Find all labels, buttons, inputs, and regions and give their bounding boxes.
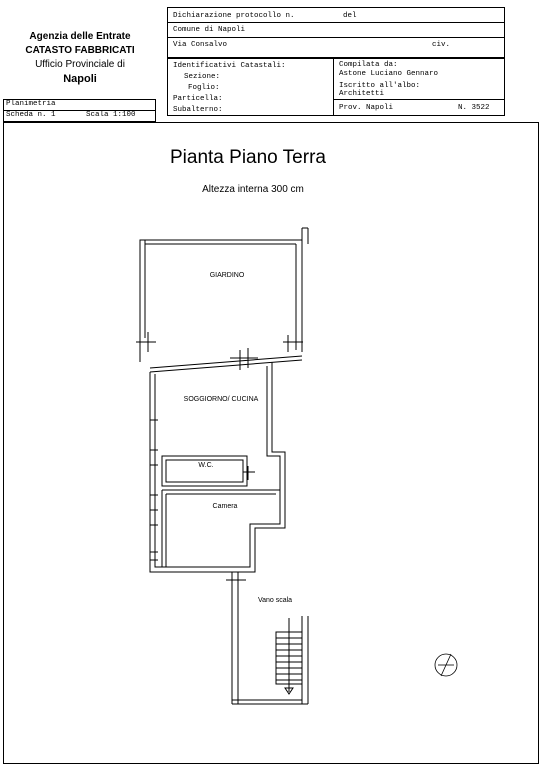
foglio-label: Foglio: [188,84,220,92]
sezione-label: Sezione: [184,73,221,81]
north-arrow-icon [434,653,458,677]
house-walls [149,362,286,573]
particella-label: Particella: [173,95,223,103]
dividing-wall [149,348,303,373]
ufficio-city: Napoli [63,73,97,85]
iscritto-label: Iscritto all'albo: [339,82,421,90]
planimetria-label: Planimetria [6,100,56,108]
subalterno-label: Subalterno: [173,106,223,114]
prov-value: Prov. Napoli [339,104,394,112]
catastal-divider [333,58,334,116]
agency-name: Agenzia delle Entrate [29,31,131,42]
scheda-label: Scheda n. 1 [6,111,56,119]
header-divider-2 [167,37,505,38]
room-label-giardino: GIARDINO [210,272,245,279]
numero-value: N. 3522 [458,104,490,112]
giardino-walls [136,227,309,362]
header-box [167,7,505,58]
compilata-name: Astone Luciano Gennaro [339,70,439,78]
stairs [275,618,303,695]
room-label-wc: W.C. [198,462,213,469]
room-label-soggiorno: SOGGIORNO/ CUCINA [184,396,259,403]
header-divider-1 [167,22,505,23]
protocol-label: Dichiarazione protocollo n. [173,12,295,20]
plan-title: Pianta Piano Terra [170,147,326,168]
wc-walls [161,455,255,487]
catasto-title: CATASTO FABBRICATI [25,45,135,56]
plan-subtitle: Altezza interna 300 cm [202,184,304,195]
albo-value: Architetti [339,90,385,98]
ufficio-label: Ufficio Provinciale di [35,59,125,70]
camera-walls [161,489,280,567]
civ-label: civ. [432,41,451,49]
catastal-box [167,58,505,116]
identificativi-title: Identificativi Catastali: [173,62,286,70]
drawing-frame [3,122,539,764]
compilata-label: Compilata da: [339,61,398,69]
agency-block: Agenzia delle Entrate CATASTO FABBRICATI… [0,30,160,86]
comune-value: Comune di Napoli [173,26,246,34]
planimetria-divider [3,110,156,111]
prov-divider [333,99,505,100]
room-label-camera: Camera [213,503,238,510]
del-label: del [343,12,357,20]
room-label-vano-scala: Vano scala [258,597,292,604]
scala-label: Scala 1:100 [86,111,136,119]
via-value: Via Consalvo [173,41,228,49]
